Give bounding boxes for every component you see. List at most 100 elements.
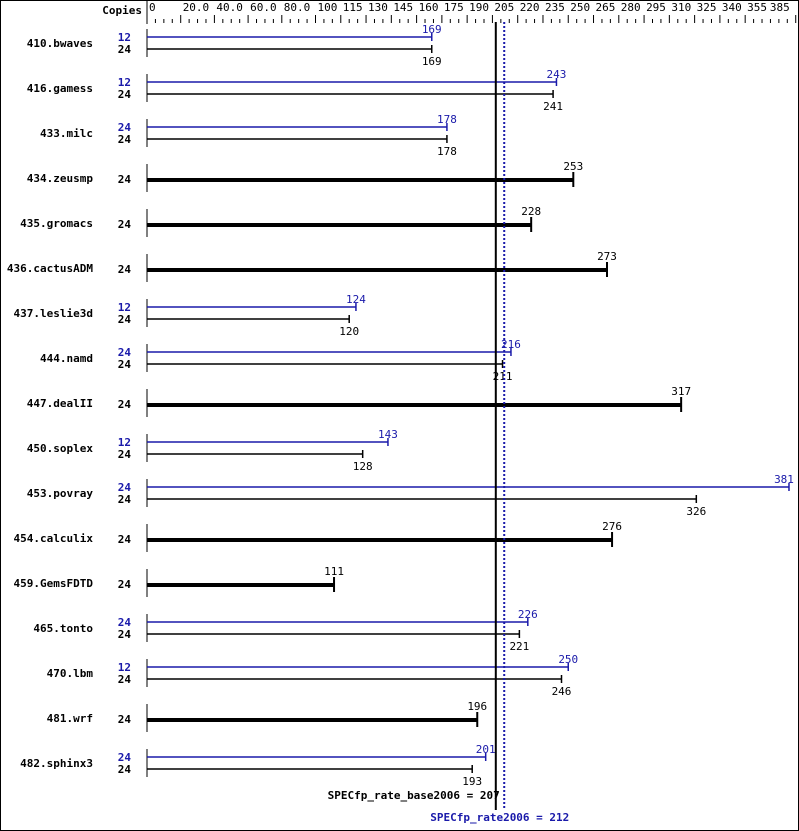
benchmark-label: 410.bwaves	[27, 37, 93, 50]
copies-label: 24	[118, 533, 132, 546]
base-value-label: 241	[543, 100, 563, 113]
benchmark-label: 481.wrf	[47, 712, 93, 725]
base-summary-label: SPECfp_rate_base2006 = 207	[328, 789, 500, 802]
copies-label: 24	[118, 263, 132, 276]
peak-copies-label: 24	[118, 121, 132, 134]
peak-value-label: 169	[422, 23, 442, 36]
base-copies-label: 24	[118, 88, 132, 101]
peak-value-label: 201	[476, 743, 496, 756]
value-label: 276	[602, 520, 622, 533]
x-tick-label: 265	[596, 1, 616, 14]
base-value-label: 178	[437, 145, 457, 158]
peak-value-label: 250	[558, 653, 578, 666]
base-copies-label: 24	[118, 763, 132, 776]
base-value-label: 326	[686, 505, 706, 518]
benchmark-label: 447.dealII	[27, 397, 93, 410]
base-copies-label: 24	[118, 673, 132, 686]
peak-value-label: 226	[518, 608, 538, 621]
copies-label: 24	[118, 578, 132, 591]
benchmark-label: 454.calculix	[14, 532, 94, 545]
x-tick-label: 20.0	[183, 1, 210, 14]
x-tick-label: 190	[469, 1, 489, 14]
base-value-label: 211	[493, 370, 513, 383]
peak-copies-label: 12	[118, 301, 131, 314]
base-value-label: 128	[353, 460, 373, 473]
base-copies-label: 24	[118, 133, 132, 146]
peak-copies-label: 24	[118, 616, 132, 629]
benchmark-label: 435.gromacs	[20, 217, 93, 230]
peak-value-label: 243	[547, 68, 567, 81]
x-tick-label: 60.0	[250, 1, 277, 14]
value-label: 317	[671, 385, 691, 398]
value-label: 273	[597, 250, 617, 263]
value-label: 196	[467, 700, 487, 713]
value-label: 111	[324, 565, 344, 578]
x-tick-label: 385	[770, 1, 790, 14]
benchmark-label: 450.soplex	[27, 442, 94, 455]
base-value-label: 120	[339, 325, 359, 338]
x-tick-label: 280	[621, 1, 641, 14]
peak-value-label: 178	[437, 113, 457, 126]
x-tick-label: 220	[520, 1, 540, 14]
peak-copies-label: 12	[118, 661, 131, 674]
base-copies-label: 24	[118, 448, 132, 461]
x-tick-label: 80.0	[284, 1, 311, 14]
x-tick-label: 310	[671, 1, 691, 14]
base-copies-label: 24	[118, 628, 132, 641]
peak-copies-label: 12	[118, 436, 131, 449]
x-tick-label: 130	[368, 1, 388, 14]
x-tick-label: 0	[149, 1, 156, 14]
copies-label: 24	[118, 713, 132, 726]
base-value-label: 193	[462, 775, 482, 788]
x-tick-label: 160	[419, 1, 439, 14]
base-value-label: 221	[509, 640, 529, 653]
benchmark-label: 416.gamess	[27, 82, 93, 95]
peak-value-label: 124	[346, 293, 366, 306]
value-label: 228	[521, 205, 541, 218]
peak-copies-label: 24	[118, 751, 132, 764]
peak-copies-label: 24	[118, 481, 132, 494]
peak-summary-label: SPECfp_rate2006 = 212	[430, 811, 569, 824]
x-tick-label: 40.0	[216, 1, 243, 14]
benchmark-label: 444.namd	[40, 352, 93, 365]
peak-value-label: 143	[378, 428, 398, 441]
copies-label: 24	[118, 398, 132, 411]
x-tick-label: 340	[722, 1, 742, 14]
base-value-label: 169	[422, 55, 442, 68]
base-copies-label: 24	[118, 43, 132, 56]
benchmark-label: 436.cactusADM	[7, 262, 93, 275]
base-value-label: 246	[552, 685, 572, 698]
base-copies-label: 24	[118, 358, 132, 371]
x-tick-label: 235	[545, 1, 565, 14]
benchmark-label: 433.milc	[40, 127, 93, 140]
benchmark-label: 434.zeusmp	[27, 172, 94, 185]
peak-copies-label: 12	[118, 31, 131, 44]
x-tick-label: 145	[393, 1, 413, 14]
benchmark-label: 470.lbm	[47, 667, 94, 680]
copies-label: 24	[118, 218, 132, 231]
benchmark-label: 465.tonto	[33, 622, 93, 635]
x-tick-label: 100	[318, 1, 338, 14]
benchmark-label: 453.povray	[27, 487, 94, 500]
value-label: 253	[563, 160, 583, 173]
peak-copies-label: 24	[118, 346, 132, 359]
x-tick-label: 205	[494, 1, 514, 14]
x-tick-label: 325	[697, 1, 717, 14]
copies-header: Copies	[102, 4, 142, 17]
x-tick-label: 250	[570, 1, 590, 14]
benchmark-label: 459.GemsFDTD	[14, 577, 94, 590]
peak-value-label: 381	[774, 473, 794, 486]
x-tick-label: 295	[646, 1, 666, 14]
peak-copies-label: 12	[118, 76, 131, 89]
x-tick-label: 355	[747, 1, 767, 14]
base-copies-label: 24	[118, 313, 132, 326]
base-copies-label: 24	[118, 493, 132, 506]
x-tick-label: 175	[444, 1, 464, 14]
x-tick-label: 115	[343, 1, 363, 14]
copies-label: 24	[118, 173, 132, 186]
benchmark-label: 482.sphinx3	[20, 757, 93, 770]
peak-value-label: 216	[501, 338, 521, 351]
benchmark-label: 437.leslie3d	[14, 307, 93, 320]
